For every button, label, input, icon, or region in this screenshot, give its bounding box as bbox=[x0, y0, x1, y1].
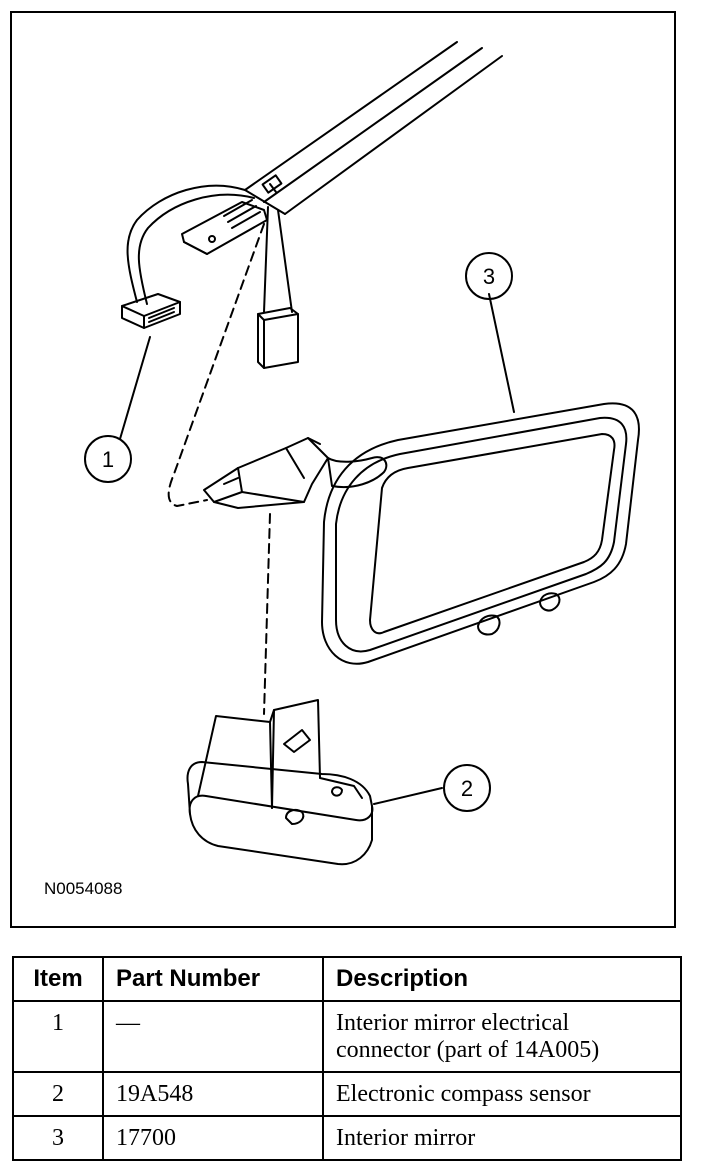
callout-label-3: 3 bbox=[483, 264, 495, 289]
hanging-wire bbox=[257, 206, 299, 369]
leader-line-3 bbox=[488, 293, 515, 413]
cell-item: 2 bbox=[12, 1071, 104, 1117]
callout-circle-3 bbox=[465, 252, 513, 300]
wiring-harness bbox=[126, 184, 255, 305]
leader-line-2 bbox=[373, 787, 443, 805]
description-line: Interior mirror electrical bbox=[336, 1010, 570, 1036]
header-item: Item bbox=[12, 956, 104, 1002]
mirror-connector bbox=[203, 437, 329, 509]
diagram-figure: 1 2 3 N0054088 bbox=[10, 11, 676, 928]
electrical-connector-1 bbox=[121, 293, 181, 329]
cell-part-number: 17700 bbox=[102, 1115, 324, 1161]
callout-circle-2 bbox=[443, 764, 491, 812]
description-line: connector (part of 14A005) bbox=[336, 1037, 600, 1063]
cell-item: 1 bbox=[12, 1000, 104, 1073]
figure-id: N0054088 bbox=[44, 879, 123, 898]
interior-mirror bbox=[321, 402, 640, 665]
upper-bracket bbox=[181, 199, 268, 255]
table-row: 3 17700 Interior mirror bbox=[12, 1115, 682, 1161]
parts-table: Item Part Number Description 1 — Interio… bbox=[12, 956, 682, 1161]
callout-label-2: 2 bbox=[461, 776, 473, 801]
cell-part-number: — bbox=[102, 1000, 324, 1073]
compass-sensor bbox=[186, 699, 374, 866]
table-header-row: Item Part Number Description bbox=[12, 956, 682, 1002]
header-description: Description bbox=[322, 956, 682, 1002]
cell-part-number: 19A548 bbox=[102, 1071, 324, 1117]
cell-item: 3 bbox=[12, 1115, 104, 1161]
cell-description: Electronic compass sensor bbox=[322, 1071, 682, 1117]
headliner-channel bbox=[244, 41, 503, 215]
mirror-assembly-diagram: 1 2 3 bbox=[84, 41, 640, 866]
leader-line-1 bbox=[119, 336, 151, 440]
table-row: 2 19A548 Electronic compass sensor bbox=[12, 1071, 682, 1117]
callout-label-1: 1 bbox=[102, 447, 114, 472]
routing-dashed-line bbox=[167, 223, 265, 507]
alignment-dashed-line bbox=[263, 513, 271, 715]
header-part-number: Part Number bbox=[102, 956, 324, 1002]
cell-description: Interior mirror bbox=[322, 1115, 682, 1161]
callout-circle-1 bbox=[84, 435, 132, 483]
